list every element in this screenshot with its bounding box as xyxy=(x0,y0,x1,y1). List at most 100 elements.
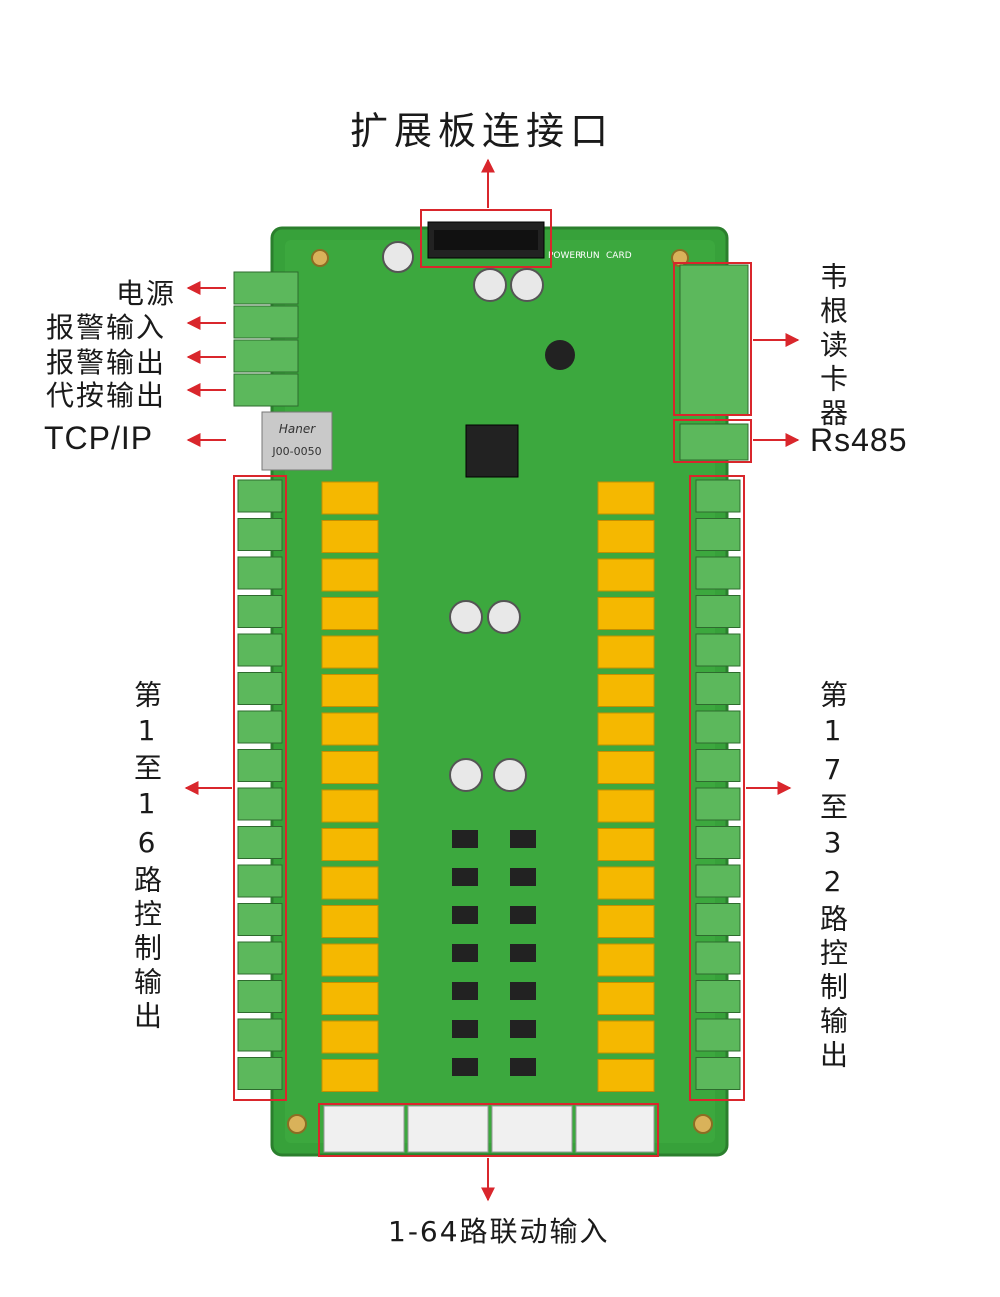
label-alarm-output: 报警输出 xyxy=(46,346,167,379)
left-terminal xyxy=(237,518,283,551)
logic-chip xyxy=(510,982,536,1000)
logic-chip xyxy=(510,906,536,924)
silk-power: POWER xyxy=(548,251,581,261)
logic-chip xyxy=(452,868,478,886)
left-terminal xyxy=(237,787,283,821)
right-terminal xyxy=(695,710,741,744)
left-relay xyxy=(321,943,379,977)
right-relay xyxy=(597,943,655,977)
label-expansion-port: 扩展板连接口 xyxy=(350,109,615,153)
left-terminal xyxy=(237,941,283,975)
linkage-input-connectors xyxy=(323,1105,655,1153)
left-terminal xyxy=(237,980,283,1013)
left-relay xyxy=(321,1020,379,1054)
left-relay xyxy=(321,635,379,669)
label-outputs-17-32: 第17至32路控制输出 xyxy=(816,680,849,1074)
left-relay xyxy=(321,905,379,938)
left-relay xyxy=(321,982,379,1015)
expansion-header xyxy=(427,221,545,259)
label-outputs-1-16: 第1至16路控制输出 xyxy=(130,680,163,1035)
mcu-chip xyxy=(465,424,519,478)
left-terminal xyxy=(237,1018,283,1052)
left-terminal xyxy=(237,479,283,513)
label-tcpip: TCP/IP xyxy=(44,420,154,456)
label-linkage-inputs: 1-64路联动输入 xyxy=(388,1215,610,1248)
right-relay xyxy=(597,905,655,938)
label-alarm-input: 报警输入 xyxy=(46,311,167,344)
left-terminal xyxy=(237,633,283,667)
right-terminal xyxy=(695,941,741,975)
callout-arrows xyxy=(184,158,800,1202)
right-relay xyxy=(597,674,655,707)
left-terminal xyxy=(237,595,283,628)
label-rs485: Rs485 xyxy=(810,422,908,458)
right-terminal xyxy=(695,826,741,859)
capacitors xyxy=(382,241,575,792)
left-terminal xyxy=(237,864,283,898)
right-terminal xyxy=(695,1057,741,1090)
right-terminal xyxy=(695,633,741,667)
rj45-jack: Haner J00-0050 xyxy=(261,411,333,471)
right-terminal xyxy=(695,980,741,1013)
left-terminal xyxy=(237,710,283,744)
left-relay xyxy=(321,866,379,900)
left-terminal xyxy=(237,672,283,705)
right-terminal xyxy=(695,903,741,936)
left-top-terminals xyxy=(233,271,299,407)
left-terminal xyxy=(237,826,283,859)
right-terminal xyxy=(695,595,741,628)
rj45-brand: Haner xyxy=(279,422,316,436)
right-terminal xyxy=(695,672,741,705)
label-wiegand: 韦根读卡器 xyxy=(816,262,849,432)
logic-chip xyxy=(452,944,478,962)
right-relay xyxy=(597,789,655,823)
right-relay xyxy=(597,866,655,900)
left-relay xyxy=(321,520,379,553)
left-relay xyxy=(321,674,379,707)
right-terminal xyxy=(695,864,741,898)
logic-chip xyxy=(452,982,478,1000)
label-power: 电源 xyxy=(116,277,177,310)
right-terminal xyxy=(695,479,741,513)
left-terminal xyxy=(237,903,283,936)
right-relay xyxy=(597,712,655,746)
left-relay xyxy=(321,789,379,823)
right-relay xyxy=(597,982,655,1015)
left-relay xyxy=(321,597,379,630)
logic-chip xyxy=(452,830,478,848)
silk-card: CARD xyxy=(606,251,632,261)
right-relay xyxy=(597,751,655,784)
right-relay xyxy=(597,558,655,592)
logic-chip xyxy=(510,1058,536,1076)
right-relay xyxy=(597,1020,655,1054)
right-terminal xyxy=(695,518,741,551)
right-terminal xyxy=(695,1018,741,1052)
right-terminal xyxy=(695,787,741,821)
logic-chip xyxy=(452,1020,478,1038)
right-relay xyxy=(597,520,655,553)
left-relay xyxy=(321,828,379,861)
right-terminal xyxy=(695,749,741,782)
left-relay xyxy=(321,751,379,784)
logic-chip xyxy=(510,868,536,886)
right-top-terminals xyxy=(679,264,749,461)
left-relay xyxy=(321,712,379,746)
label-proxy-output: 代按输出 xyxy=(46,379,167,412)
logic-chip xyxy=(510,830,536,848)
right-relay xyxy=(597,828,655,861)
right-relay xyxy=(597,1059,655,1092)
right-relay xyxy=(597,481,655,515)
left-relay xyxy=(321,558,379,592)
left-terminal xyxy=(237,556,283,590)
logic-chip xyxy=(510,1020,536,1038)
logic-chip xyxy=(510,944,536,962)
right-relay xyxy=(597,635,655,669)
right-relay xyxy=(597,597,655,630)
logic-chip xyxy=(452,906,478,924)
logic-chip xyxy=(452,1058,478,1076)
callout-frames xyxy=(233,209,752,1157)
silk-run: RUN xyxy=(580,251,600,261)
rj45-model: J00-0050 xyxy=(271,445,321,458)
left-relay xyxy=(321,1059,379,1092)
